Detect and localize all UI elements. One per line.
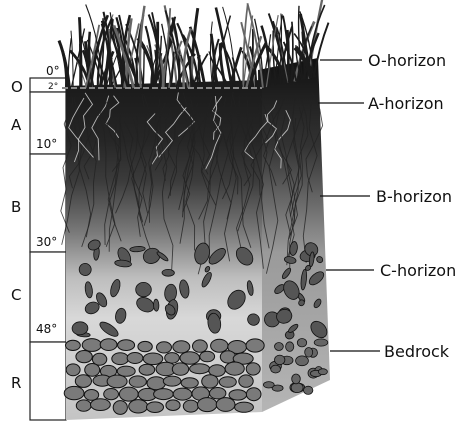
- bedrock-cobble: [216, 398, 235, 412]
- scale-box-r: [30, 342, 66, 420]
- bedrock-cobble: [147, 377, 165, 390]
- bedrock-cobble: [200, 351, 215, 362]
- bedrock-cobble: [183, 400, 198, 412]
- pebble: [162, 269, 175, 276]
- bedrock-cobble: [235, 402, 254, 412]
- bedrock-cobble: [180, 352, 200, 365]
- bedrock-cobble: [190, 364, 210, 374]
- bedrock-cobble: [129, 400, 148, 413]
- bedrock-cobble: [138, 341, 152, 351]
- bedrock-cobble: [113, 401, 127, 415]
- bedrock-cobble: [163, 376, 181, 386]
- bedrock-cobble: [314, 339, 328, 346]
- bedrock-cobble: [104, 389, 119, 400]
- depth-mark-48: 48°: [36, 322, 57, 336]
- label-a-horizon: A-horizon: [368, 94, 444, 113]
- bedrock-cobble: [211, 339, 228, 352]
- bedrock-cobble: [66, 340, 81, 350]
- grass-blade: [71, 31, 73, 88]
- pebble: [136, 282, 152, 297]
- bedrock-cobble: [246, 388, 261, 401]
- bedrock-cobble: [64, 386, 84, 399]
- bedrock-cobble: [173, 341, 190, 353]
- bedrock-cobble: [291, 383, 303, 393]
- bedrock-cobble: [82, 339, 101, 352]
- bedrock-cobble: [318, 369, 327, 375]
- bedrock-cobble: [165, 353, 180, 364]
- bedrock-cobble: [172, 363, 188, 375]
- pebble: [153, 299, 159, 311]
- bedrock-cobble: [275, 343, 284, 351]
- bedrock-cobble: [147, 402, 164, 413]
- bedrock-cobble: [297, 339, 306, 347]
- bedrock-cobble: [225, 362, 244, 375]
- label-o-horizon: O-horizon: [368, 51, 446, 70]
- scale-letter-c: C: [11, 286, 21, 304]
- bedrock-cobble: [246, 339, 264, 352]
- grass-cover: [59, 0, 329, 88]
- bedrock-cobble: [305, 348, 313, 358]
- scale-letter-b: B: [11, 198, 21, 216]
- bedrock-cobble: [219, 377, 236, 388]
- label-c-horizon: C-horizon: [380, 261, 456, 280]
- bedrock-cobble: [271, 365, 281, 373]
- bedrock-cobble: [75, 375, 91, 388]
- depth-scale: [30, 78, 66, 420]
- depth-mark-10: 10°: [36, 137, 57, 151]
- bedrock-cobble: [85, 364, 100, 377]
- scale-letter-a: A: [11, 116, 22, 134]
- bedrock-cobble: [296, 356, 309, 366]
- bedrock-cobble: [157, 342, 172, 353]
- bedrock-cobble: [246, 363, 260, 375]
- bedrock-cobble: [66, 364, 80, 376]
- bedrock-cobble: [76, 351, 92, 363]
- scale-letter-r: R: [11, 374, 21, 392]
- pebble: [72, 321, 88, 335]
- bedrock-cobble: [154, 389, 174, 400]
- bedrock-cobble: [91, 399, 111, 411]
- bedrock-cobble: [239, 375, 253, 387]
- bedrock-cobble: [304, 386, 313, 394]
- bedrock-cobble: [286, 342, 294, 352]
- depth-mark-2: 2°: [48, 82, 58, 92]
- scale-letter-o: O: [11, 78, 23, 96]
- bedrock-cobble: [198, 398, 217, 412]
- bedrock-cobble: [193, 340, 208, 352]
- label-bedrock: Bedrock: [384, 342, 450, 361]
- bedrock-cobble: [127, 353, 143, 364]
- bedrock-cobble: [76, 400, 91, 411]
- bedrock-cobble: [118, 340, 135, 351]
- bedrock-cobble: [181, 378, 198, 388]
- bedrock-cobble: [112, 353, 129, 365]
- bedrock-cobble: [210, 388, 226, 399]
- bedrock-cobble: [129, 376, 146, 387]
- bedrock-cobble: [100, 339, 117, 351]
- label-b-horizon: B-horizon: [376, 187, 452, 206]
- bedrock-cobble: [229, 390, 247, 400]
- bedrock-cobble: [143, 353, 163, 365]
- bedrock-cobble: [107, 375, 127, 388]
- bedrock-cobble: [119, 387, 138, 401]
- bedrock-cobble: [173, 388, 192, 400]
- bedrock-cobble: [275, 355, 285, 365]
- depth-mark-0: 0°: [46, 64, 60, 78]
- bedrock-cobble: [292, 374, 301, 384]
- bedrock-cobble: [139, 364, 155, 375]
- bedrock-cobble: [202, 375, 218, 388]
- depth-mark-30: 30°: [36, 235, 57, 249]
- bedrock-cobble: [263, 382, 274, 388]
- bedrock-cobble: [166, 400, 180, 411]
